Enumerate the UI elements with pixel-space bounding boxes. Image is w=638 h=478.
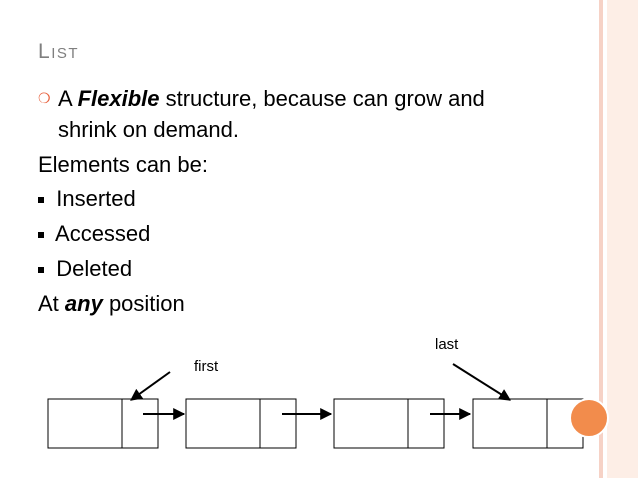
first-pointer-arrow [130, 371, 171, 401]
first-label: first [194, 358, 219, 375]
sub-item-label: Inserted [56, 186, 136, 211]
title-initial: L [38, 40, 52, 63]
bullet-prefix: A [58, 86, 78, 111]
list-node-2 [185, 398, 297, 449]
last-label: last [435, 336, 459, 353]
elements-intro: Elements can be: [38, 152, 208, 177]
decorative-orange-dot [569, 398, 609, 438]
last-pointer-arrow [452, 363, 512, 401]
bullet-rest: structure, because can grow and [159, 86, 485, 111]
square-bullet-icon [38, 197, 44, 204]
slide-title: LIST [38, 40, 79, 64]
position-line: At any position [38, 291, 185, 317]
sub-item-label: Accessed [55, 221, 151, 246]
position-emphasis: any [64, 291, 103, 316]
sub-item-inserted: Inserted [38, 186, 136, 212]
sub-item-label: Deleted [56, 256, 133, 281]
bullet-flexible-line2: shrink on demand. [58, 117, 239, 142]
square-bullet-icon [38, 267, 44, 274]
decorative-stripe [599, 0, 603, 478]
list-node-1 [47, 398, 159, 449]
sub-item-accessed: Accessed [38, 221, 150, 247]
bullet-flexible-line1: A Flexible structure, because can grow a… [58, 86, 485, 112]
bullet-emphasis: Flexible [77, 86, 160, 111]
position-prefix: At [38, 291, 65, 316]
title-rest: IST [51, 45, 80, 62]
sub-item-deleted: Deleted [38, 256, 132, 282]
ring-bullet-icon: ❍ [38, 90, 51, 106]
decorative-band [607, 0, 638, 478]
list-node-3 [333, 398, 445, 449]
position-suffix: position [102, 291, 185, 316]
list-node-4 [472, 398, 584, 449]
square-bullet-icon [38, 232, 44, 239]
